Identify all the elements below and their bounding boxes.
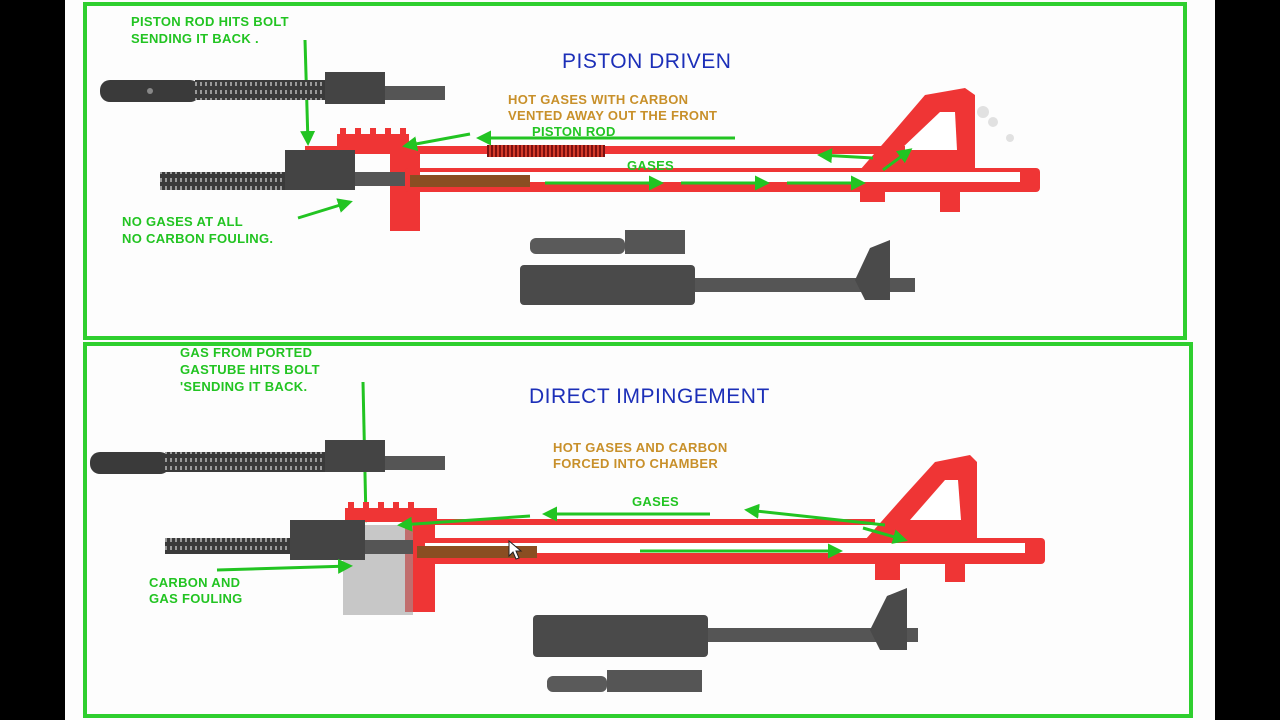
piston-rod-spring (487, 145, 605, 157)
di-upper-receiver-photo (533, 588, 918, 692)
rifle-gas-system-diagram: PISTON DRIVEN PISTON ROD HITS BOLT SENDI… (83, 2, 1193, 718)
di-bolt-carrier-installed (165, 520, 413, 560)
arrow-icon (397, 514, 531, 532)
diagram-stage: PISTON DRIVEN PISTON ROD HITS BOLT SENDI… (65, 0, 1215, 720)
di-chamber-tube (417, 546, 537, 558)
exhaust-smoke (977, 106, 1014, 142)
arrow-icon (817, 148, 874, 164)
piston-bolt-note: PISTON ROD HITS BOLT SENDING IT BACK . (131, 14, 293, 46)
piston-fouling-note: NO GASES AT ALL NO CARBON FOULING. (122, 214, 273, 246)
cursor-icon (508, 539, 523, 560)
arrow-icon (297, 198, 353, 220)
piston-panel-title: PISTON DRIVEN (562, 50, 731, 73)
piston-gas-note: HOT GASES WITH CARBON VENTED AWAY OUT TH… (508, 92, 717, 123)
arrow-icon (216, 558, 353, 574)
piston-rifle-body (305, 88, 1040, 231)
piston-panel-frame (83, 2, 1187, 340)
di-panel-frame (83, 342, 1193, 718)
di-bolt-note: GAS FROM PORTED GASTUBE HITS BOLT 'SENDI… (180, 345, 324, 394)
di-gases-label: GASES (632, 494, 679, 509)
bolt-carrier-loose (100, 72, 445, 104)
piston-gases-label: GASES (627, 158, 674, 173)
upper-receiver-photo (520, 230, 915, 305)
arrow-icon (402, 132, 471, 152)
piston-rod-label: PISTON ROD (532, 124, 616, 139)
di-fouling-note: CARBON AND GAS FOULING (149, 575, 244, 606)
di-rifle-body (345, 455, 1045, 612)
piston-chamber-tube (410, 175, 530, 187)
arrow-icon (882, 148, 913, 172)
di-panel-title: DIRECT IMPINGEMENT (529, 385, 770, 408)
di-gas-note: HOT GASES AND CARBON FORCED INTO CHAMBER (553, 440, 731, 471)
bolt-carrier-installed (160, 150, 405, 190)
arrow-icon (744, 503, 886, 527)
di-bolt-carrier-loose (90, 440, 445, 474)
arrow-icon (862, 526, 908, 544)
